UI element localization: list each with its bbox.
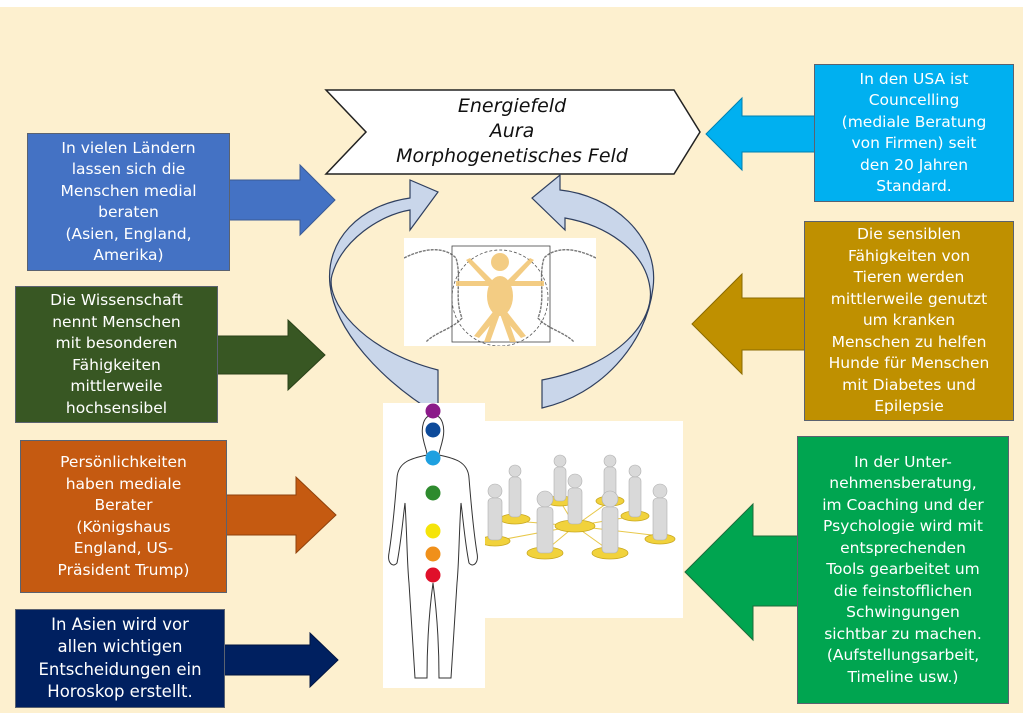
- arrow-business: [684, 502, 823, 642]
- chakra-sacral: [425, 546, 441, 562]
- chakra-third-eye: [425, 422, 441, 438]
- arrow-asia: [210, 631, 339, 689]
- vitruvian-image: [403, 238, 597, 347]
- body-chakra-image: [383, 403, 485, 688]
- box-countries-text: In vielen Ländern lassen sich die Mensch…: [60, 138, 197, 265]
- cycle-arrows: [328, 173, 655, 415]
- center-label: Energiefeld Aura Morphogenetisches Feld: [326, 89, 698, 173]
- chakra-dots: [425, 403, 441, 583]
- box-science: Die Wissenschaft nennt Menschen mit beso…: [15, 286, 218, 423]
- box-usa: In den USA ist Councelling (mediale Bera…: [814, 64, 1014, 202]
- box-business: In der Unter- nehmensberatung, im Coachi…: [797, 436, 1009, 704]
- chakra-heart: [425, 485, 441, 501]
- box-asia: In Asien wird vor allen wichtigen Entsch…: [15, 609, 225, 708]
- box-asia-text: In Asien wird vor allen wichtigen Entsch…: [38, 614, 202, 702]
- arrow-animals: [691, 272, 820, 376]
- chakra-root: [425, 567, 441, 583]
- cycle-arrow-left: [328, 179, 439, 415]
- box-business-text: In der Unter- nehmensberatung, im Coachi…: [822, 452, 984, 686]
- cycle-arrow-right: [531, 173, 655, 409]
- arrow-science: [200, 318, 326, 392]
- box-usa-text: In den USA ist Councelling (mediale Bera…: [841, 69, 987, 196]
- center-line-3: Morphogenetisches Feld: [396, 144, 628, 167]
- box-science-text: Die Wissenschaft nennt Menschen mit beso…: [50, 291, 183, 417]
- center-pennant-shape: [324, 89, 701, 175]
- box-countries: In vielen Ländern lassen sich die Mensch…: [27, 133, 230, 271]
- chakra-crown: [425, 403, 441, 419]
- box-animals: Die sensiblen Fähigkeiten von Tieren wer…: [804, 221, 1014, 421]
- box-personalities-text: Persönlichkeiten haben mediale Berater (…: [57, 453, 190, 579]
- arrow-personalities: [210, 475, 337, 555]
- center-line-2: Aura: [489, 119, 535, 142]
- box-personalities: Persönlichkeiten haben mediale Berater (…: [20, 440, 227, 593]
- chakra-throat: [425, 450, 441, 466]
- box-animals-text: Die sensiblen Fähigkeiten von Tieren wer…: [828, 225, 990, 416]
- chakra-solar-plexus: [425, 523, 441, 539]
- center-line-1: Energiefeld: [457, 94, 567, 117]
- people-network-image: [479, 421, 683, 618]
- arrow-usa: [705, 96, 834, 172]
